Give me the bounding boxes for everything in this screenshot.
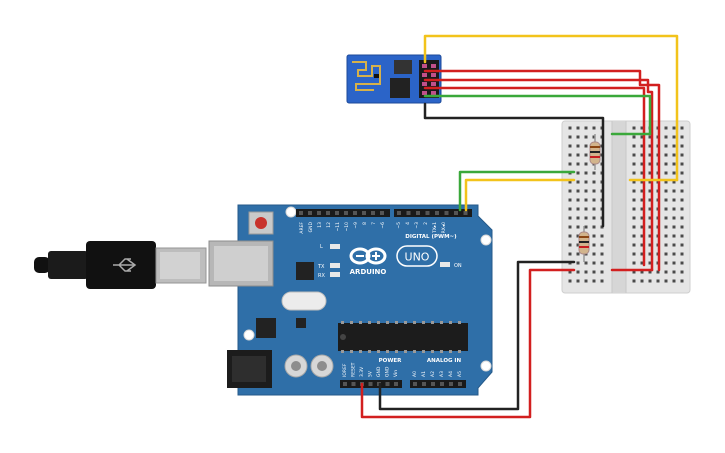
crystal-oscillator xyxy=(281,291,327,311)
usb-cable-icon xyxy=(34,241,207,289)
atmega-chip xyxy=(338,323,468,351)
digital-header-left xyxy=(296,209,390,217)
digital-pin-label: 4 xyxy=(405,222,411,225)
esp8266-module xyxy=(346,54,442,104)
arduino-infinity-logo xyxy=(349,247,387,265)
arduino-uno-board: L TX RX ON UNO ARDUINO DIGITAL (PWM~) AR… xyxy=(208,204,493,396)
led-on-label: ON xyxy=(454,263,462,269)
led-tx-label: TX xyxy=(317,264,325,270)
arduino-label: ARDUINO xyxy=(350,268,387,276)
analog-header-label: ANALOG IN xyxy=(427,358,462,364)
wire-red-esp-2 xyxy=(423,78,654,272)
digital-pin-label: GND xyxy=(308,221,314,232)
wire-red-esp-1 xyxy=(423,69,661,272)
led-l xyxy=(330,244,340,249)
uno-badge xyxy=(396,245,438,267)
wire-yellow-esp xyxy=(423,34,679,182)
analog-header xyxy=(410,380,466,388)
digital-pin-label: 7 xyxy=(371,222,377,225)
analog-pin-label: A4 xyxy=(448,371,454,377)
wire-green-esp xyxy=(423,94,652,136)
wire-green-tx xyxy=(458,170,576,212)
digital-pin-label: ~11 xyxy=(335,222,341,232)
digital-pin-label: 12 xyxy=(326,222,332,228)
breadboard xyxy=(561,120,691,294)
power-pin-label: Vin xyxy=(393,370,399,377)
breadboard-holes xyxy=(568,126,684,283)
analog-pin-label: A2 xyxy=(430,371,436,377)
digital-header-right xyxy=(394,209,472,217)
resistor-1 xyxy=(589,134,601,170)
wire-red-esp-3 xyxy=(423,86,646,267)
power-pin-label: IOREF xyxy=(342,363,348,377)
digital-pin-label: ~5 xyxy=(396,222,402,229)
digital-pin-label: 2 xyxy=(423,222,429,225)
power-pin-label: 5V xyxy=(368,370,374,377)
uno-label: UNO xyxy=(405,251,430,264)
led-rx-label: RX xyxy=(318,273,325,279)
digital-pin-label: 13 xyxy=(317,222,323,228)
power-pin-label: GND xyxy=(376,366,382,377)
analog-pin-label: A1 xyxy=(421,371,427,377)
wire-black-gnd xyxy=(378,260,576,411)
digital-pin-label: ~3 xyxy=(414,222,420,229)
esp-chip xyxy=(390,78,410,98)
wire-yellow-rx xyxy=(464,178,576,212)
wire-black-esp xyxy=(423,102,605,228)
usb-controller-chip xyxy=(296,262,314,280)
resistor-2 xyxy=(578,226,590,262)
analog-pin-label: A5 xyxy=(457,371,463,377)
analog-pin-label: A3 xyxy=(439,371,445,377)
digital-pin-label: 8 xyxy=(362,222,368,225)
voltage-regulator xyxy=(256,318,276,338)
breadboard-center-channel xyxy=(612,121,626,293)
analog-pin-label: A0 xyxy=(412,371,418,377)
power-header-label: POWER xyxy=(379,358,403,364)
digital-header-label: DIGITAL (PWM~) xyxy=(405,234,457,240)
esp-flash-chip xyxy=(394,60,412,74)
digital-pin-label: ~9 xyxy=(353,222,359,229)
led-tx xyxy=(330,263,340,268)
wire-red-5v xyxy=(360,268,576,419)
digital-pin-label: ~10 xyxy=(344,222,350,232)
wifi-antenna-trace xyxy=(352,61,381,91)
digital-pin-label: ~6 xyxy=(380,222,386,229)
led-rx xyxy=(330,272,340,277)
led-l-label: L xyxy=(320,244,323,250)
digital-pin-label: AREF xyxy=(299,222,305,234)
power-pin-label: 3.3V xyxy=(359,366,365,377)
digital-pin-label: TX▸1 xyxy=(432,222,438,234)
power-pin-label: RESET xyxy=(351,362,357,377)
power-pin-label: GND xyxy=(385,366,391,377)
led-on xyxy=(440,262,450,267)
digital-pin-label: RX◂0 xyxy=(441,222,447,233)
